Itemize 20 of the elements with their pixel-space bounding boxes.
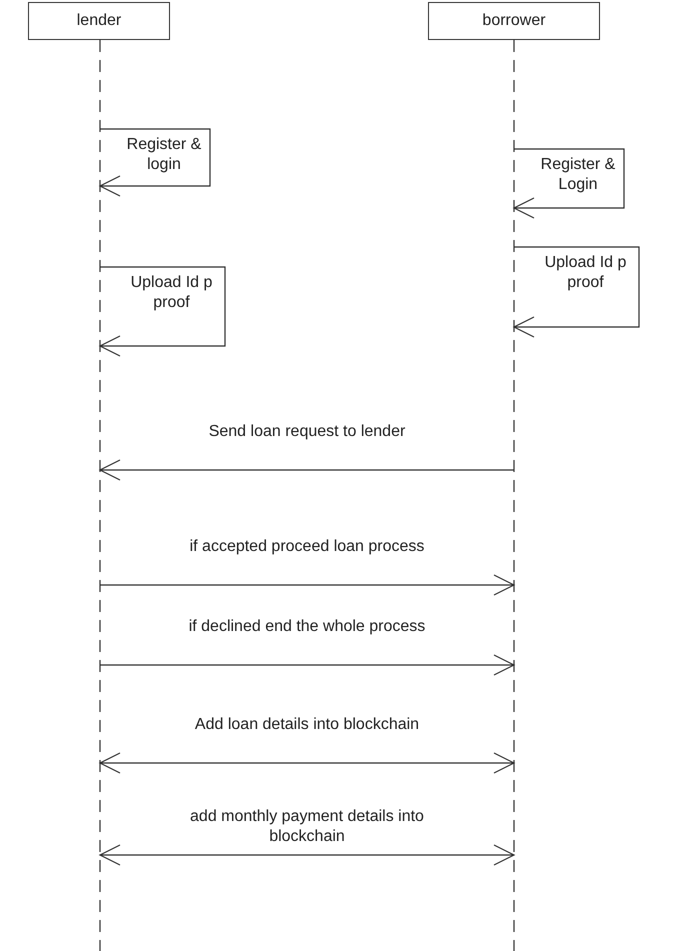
message-label: Add loan details into blockchain	[194, 715, 420, 735]
message-arrow	[513, 246, 640, 338]
participant-box: borrower	[428, 2, 600, 40]
message-arrow	[100, 574, 515, 596]
message-label: Register & Login	[540, 155, 616, 195]
message-label: Send loan request to lender	[208, 422, 406, 442]
message-arrow	[100, 654, 515, 676]
message-arrow	[99, 459, 514, 481]
message-label: Register & login	[126, 135, 202, 175]
message-label: add monthly payment details into blockchain	[189, 807, 425, 847]
message-arrow	[99, 844, 515, 866]
message-label: Upload Id p proof	[544, 253, 628, 293]
message-arrow	[99, 266, 226, 357]
message-label: if declined end the whole process	[188, 617, 426, 637]
message-label: if accepted proceed loan process	[188, 537, 426, 557]
message-arrow	[513, 148, 625, 219]
message-arrow	[99, 752, 515, 774]
message-arrow	[99, 128, 211, 197]
message-label: Upload Id p proof	[130, 273, 214, 313]
participant-box: lender	[28, 2, 170, 40]
